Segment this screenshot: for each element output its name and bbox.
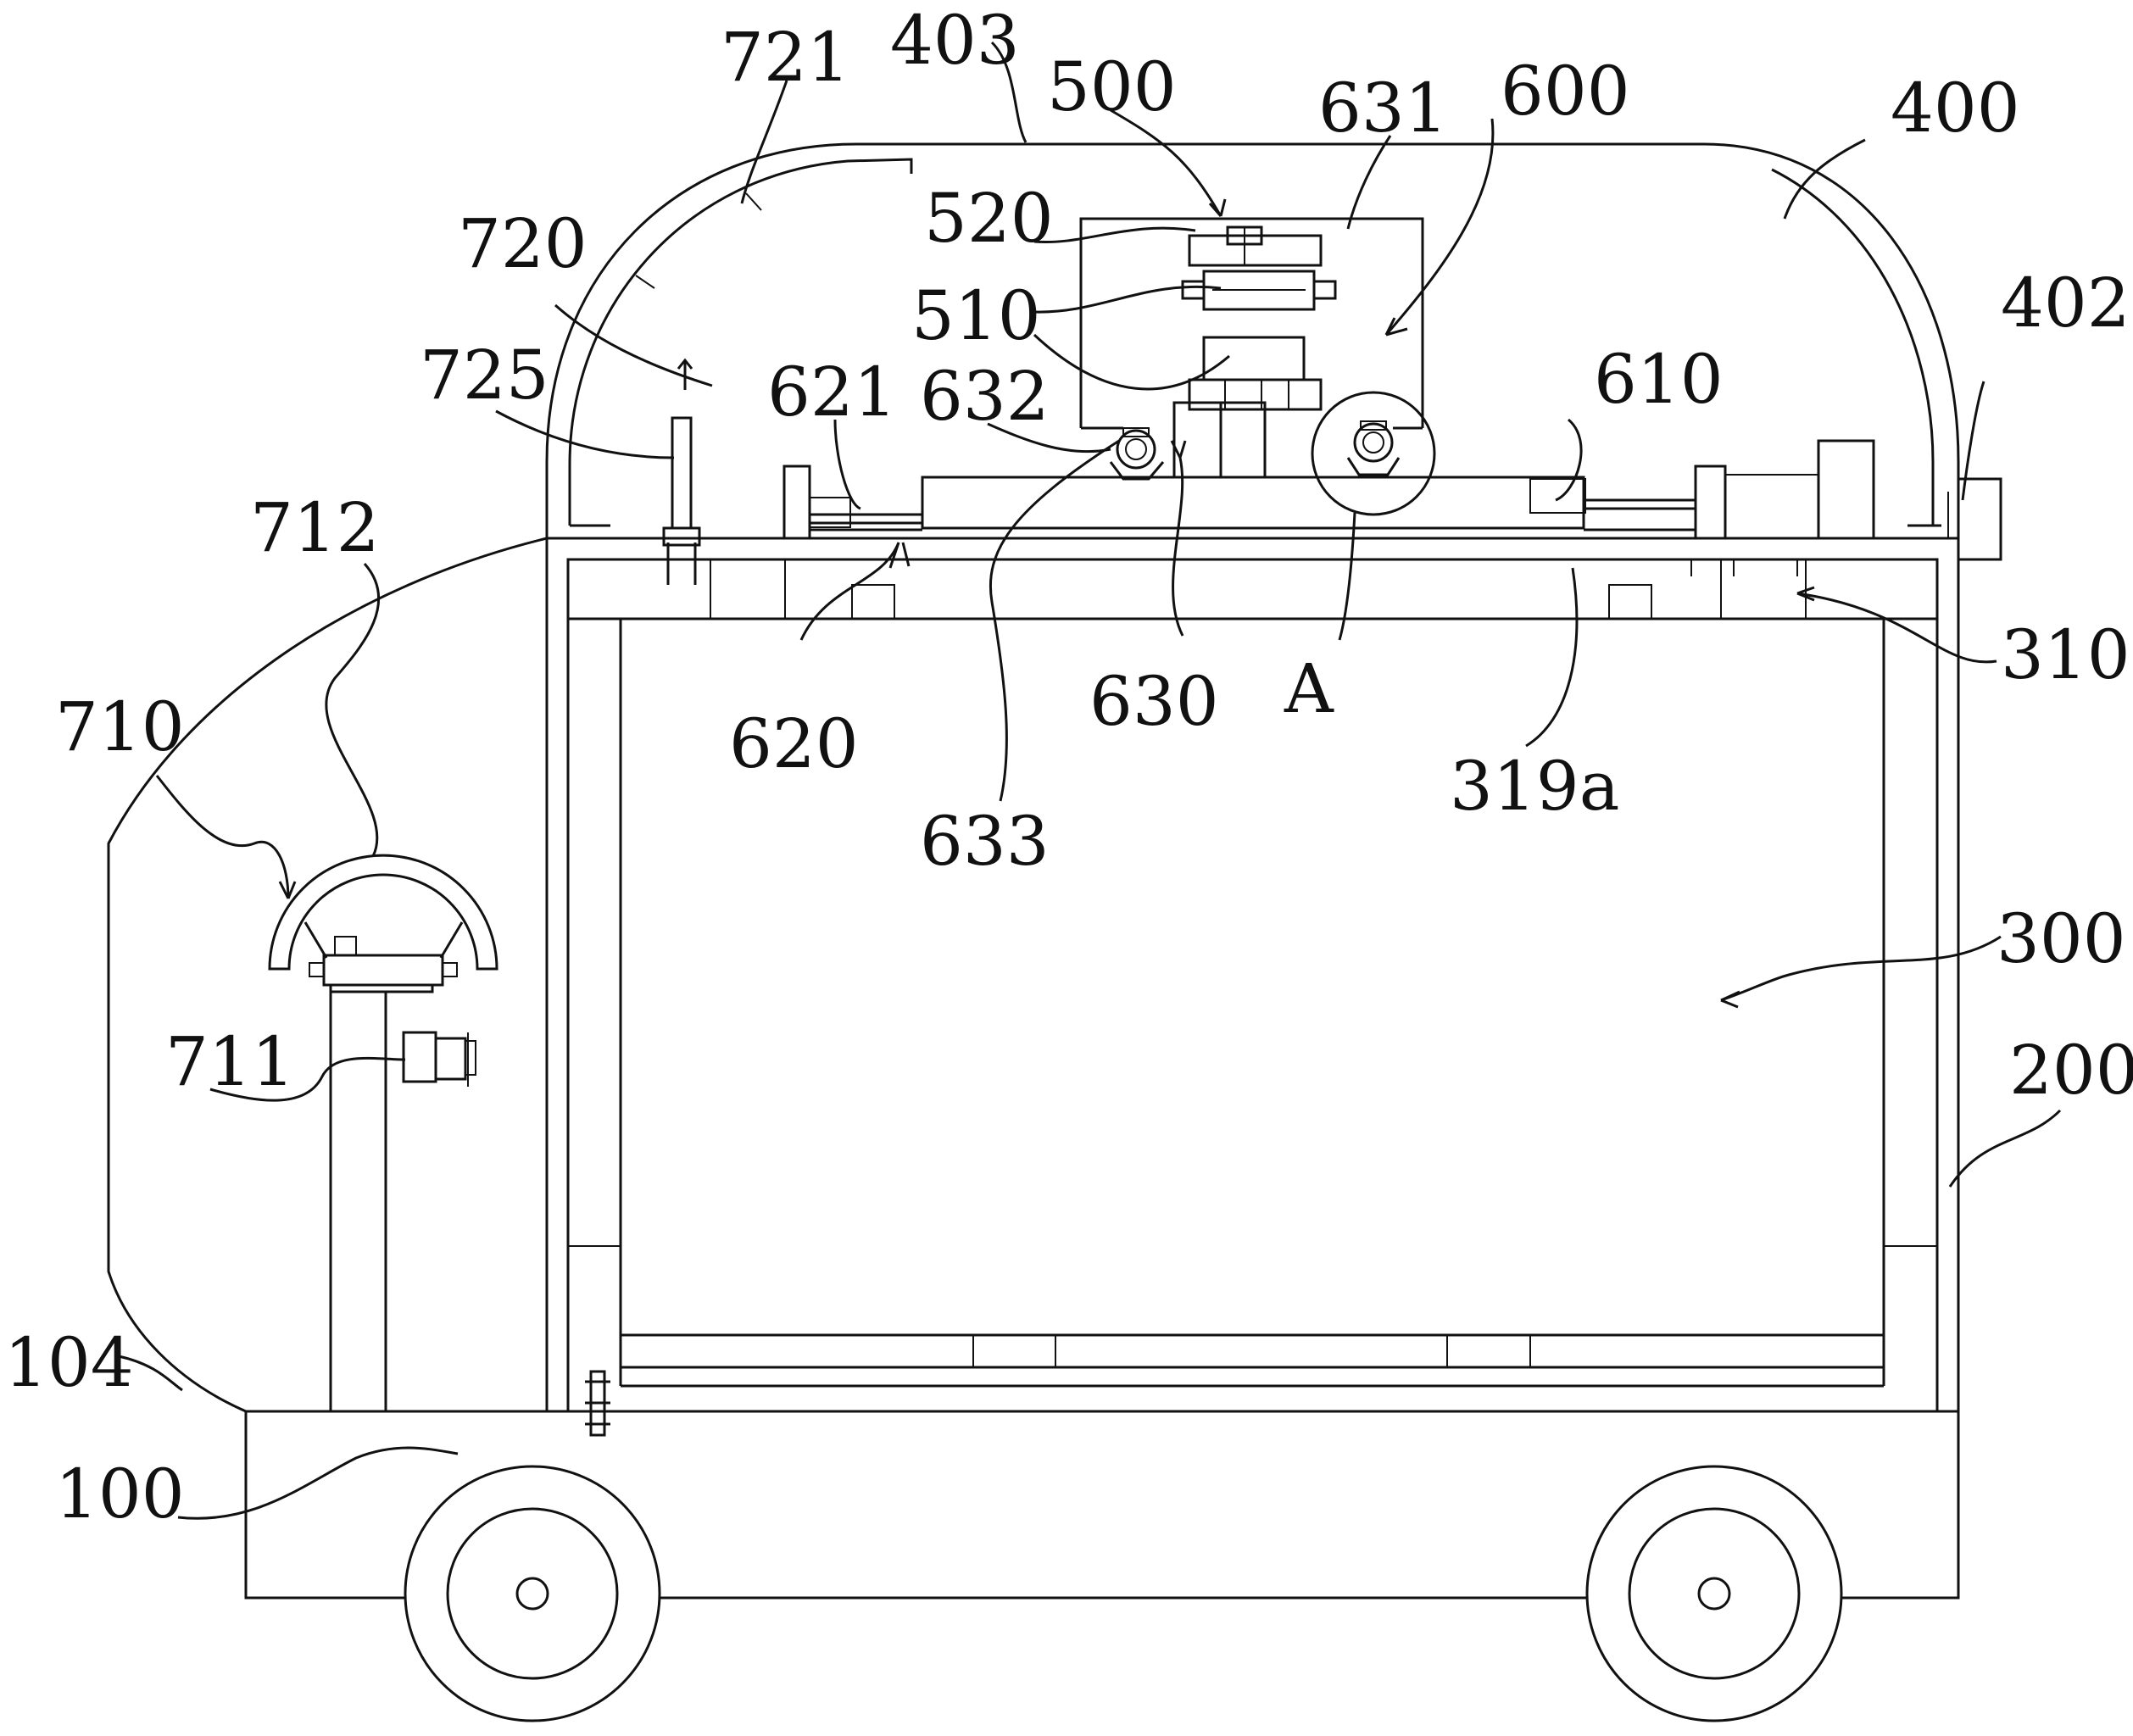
label-721: 721 [721,18,850,97]
label-633: 633 [920,802,1050,881]
label-402: 402 [2001,264,2130,342]
roller-632 [1111,428,1163,479]
leader-lines [119,42,2060,1518]
label-600: 600 [1501,52,1630,131]
motor-unit-520 [1189,227,1321,265]
roller-A [1312,392,1434,515]
label-620: 620 [729,704,859,783]
label-711: 711 [165,1022,295,1101]
dome-cover [547,144,2001,559]
inner-frame [568,559,1937,1386]
label-510: 510 [911,276,1041,355]
label-632: 632 [920,357,1050,436]
label-400: 400 [1891,69,2020,147]
body-frame [547,538,1958,1411]
label-520: 520 [924,179,1054,258]
top-plate [547,538,1958,559]
lamp-assembly [270,855,497,1411]
left-wheel [405,1466,660,1721]
label-712: 712 [250,488,380,567]
carriage-box [1081,219,1423,477]
right-wheel [1587,1466,1841,1721]
label-610: 610 [1594,340,1724,419]
label-631: 631 [1318,69,1448,147]
motor-unit-lower [1189,337,1321,409]
motor-unit-510 [1183,271,1335,309]
label-725: 725 [420,336,549,415]
label-403: 403 [890,1,1020,80]
bolt [585,1372,610,1435]
label-720: 720 [458,204,588,283]
label-319a: 319a [1450,747,1619,826]
front-shell [109,538,547,1411]
label-104: 104 [4,1323,134,1402]
label-630: 630 [1089,662,1219,741]
label-621: 621 [767,353,897,431]
reference-labels: 721 403 500 631 600 400 520 510 720 725 … [4,1,2133,1533]
label-310: 310 [2001,615,2130,694]
label-100: 100 [55,1455,185,1533]
label-200: 200 [2009,1031,2133,1110]
label-500: 500 [1047,47,1177,126]
rail-assembly [784,441,1874,538]
label-A: A [1284,649,1334,728]
label-300: 300 [1997,899,2126,978]
label-710: 710 [55,687,185,766]
